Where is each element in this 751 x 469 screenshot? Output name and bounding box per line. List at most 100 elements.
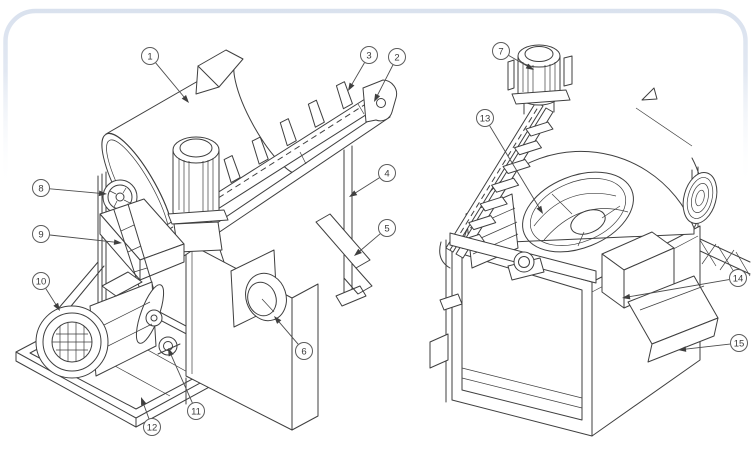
callout-bubble	[378, 164, 396, 182]
callout-bubble	[492, 42, 510, 60]
flight	[251, 136, 269, 165]
leader-arrow	[536, 205, 543, 214]
front-rail	[449, 232, 597, 284]
callout-bubble	[360, 46, 378, 64]
outlet-spout	[230, 249, 287, 328]
callout-14: 14	[622, 269, 747, 300]
callout-bubble	[32, 272, 50, 290]
card-border	[3, 8, 748, 469]
callout-1: 1	[141, 47, 189, 103]
bearing	[157, 336, 181, 356]
callout-bubble	[143, 418, 161, 436]
leader-arrow	[354, 248, 362, 256]
flight	[502, 158, 531, 174]
callout-number: 4	[384, 168, 389, 179]
callout-number: 3	[366, 50, 371, 61]
callout-number: 9	[38, 229, 43, 240]
flight	[223, 155, 241, 184]
flight	[525, 121, 554, 137]
callout-bubble	[730, 334, 748, 352]
leader-line	[508, 55, 530, 68]
conveyor-drive-motor-left	[167, 136, 229, 267]
callout-bubble	[388, 48, 406, 66]
callout-bubble	[32, 179, 50, 197]
main-motor	[35, 271, 165, 379]
callout-number: 12	[147, 422, 158, 433]
callout-number: 2	[394, 52, 399, 63]
callout-bubble	[187, 402, 205, 420]
callout-number: 8	[38, 183, 43, 194]
leader-arrow	[348, 82, 355, 91]
flight	[479, 196, 508, 212]
callout-number: 15	[734, 338, 745, 349]
callout-bubble	[141, 47, 159, 65]
leader-line	[353, 177, 380, 195]
callout-11: 11	[168, 348, 205, 420]
callout-12: 12	[141, 397, 161, 436]
callout-number: 13	[480, 113, 491, 124]
drum-end-motor	[682, 172, 718, 224]
leader-line	[627, 279, 730, 298]
callout-8: 8	[32, 179, 107, 197]
callout-number: 11	[191, 406, 201, 417]
leader-line	[45, 288, 58, 307]
leader-line	[376, 64, 394, 97]
hopper	[195, 49, 244, 95]
drum-right	[463, 87, 703, 253]
leader-arrow	[141, 397, 147, 406]
callout-10: 10	[32, 272, 60, 311]
callout-6: 6	[274, 316, 313, 360]
flight	[513, 140, 542, 156]
leader-line	[358, 233, 381, 253]
left-view	[15, 49, 398, 431]
callout-4: 4	[349, 164, 396, 197]
leader-line	[49, 234, 117, 243]
leader-arrow	[168, 348, 174, 357]
leader-arrow	[113, 239, 122, 245]
leader-line	[489, 125, 541, 210]
right-view	[429, 44, 751, 437]
leader-arrow	[678, 346, 687, 352]
callout-bubble	[295, 342, 313, 360]
leader-line	[49, 188, 102, 194]
flight	[335, 81, 353, 110]
leader-line	[170, 353, 193, 403]
callout-number: 7	[498, 46, 503, 57]
leader-arrow	[622, 293, 631, 300]
conveyor-drive-motor-right	[507, 44, 573, 115]
leader-line	[155, 62, 186, 99]
callout-3: 3	[348, 46, 378, 91]
flight	[279, 118, 297, 147]
leader-arrow	[53, 302, 60, 311]
flight	[307, 99, 325, 128]
conveyor-end-plate	[362, 79, 398, 123]
leader-line	[350, 62, 365, 87]
leader-arrow	[98, 190, 107, 197]
flight	[468, 215, 497, 231]
callout-number: 6	[301, 346, 306, 357]
callout-number: 1	[147, 51, 152, 62]
callout-number: 5	[384, 223, 389, 234]
leader-arrow	[181, 95, 189, 103]
discharge-chute	[627, 275, 719, 363]
callout-13: 13	[476, 109, 543, 214]
leader-arrow	[349, 190, 358, 197]
callout-15: 15	[678, 334, 748, 352]
callout-5: 5	[354, 219, 396, 256]
feed-chute	[99, 198, 185, 281]
leader-arrow	[374, 93, 381, 102]
leader-arrow	[525, 63, 534, 70]
flight	[491, 177, 520, 193]
discharge-spout	[601, 231, 675, 309]
leader-line	[683, 343, 731, 350]
support-leg	[335, 145, 367, 307]
conveyor-flights	[223, 81, 353, 184]
leader-line	[142, 402, 150, 419]
callout-bubble	[476, 109, 494, 127]
callout-bubble	[32, 225, 50, 243]
callout-9: 9	[32, 225, 122, 245]
callout-bubble	[378, 219, 396, 237]
